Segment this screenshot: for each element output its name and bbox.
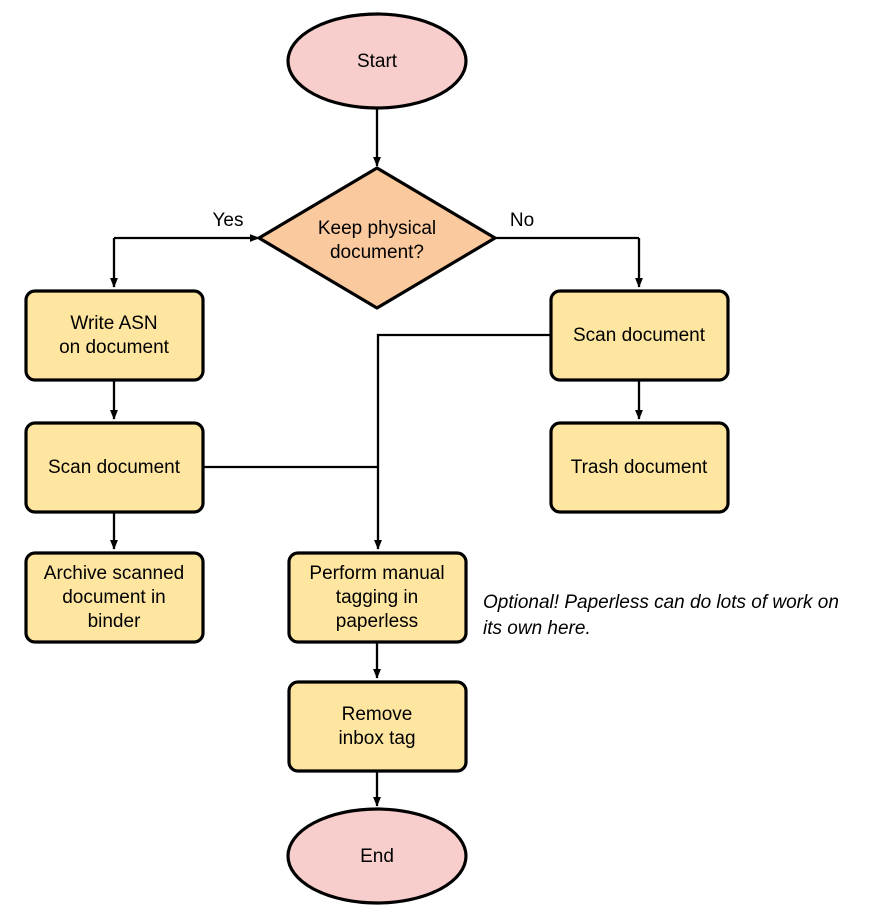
perform-manual-tagging-label-line-1: Perform manual	[309, 563, 444, 584]
node-scan-document-right[interactable]: Scan document	[549, 289, 730, 382]
perform-manual-tagging-label-line-3: paperless	[336, 611, 418, 632]
scan-document-left-label: Scan document	[48, 457, 181, 478]
archive-label-line-1: Archive scanned	[44, 563, 184, 584]
node-write-asn-on-document[interactable]: Write ASN on document	[24, 289, 205, 382]
node-scan-document-left[interactable]: Scan document	[24, 421, 205, 514]
edge-decision-no: No	[496, 210, 643, 288]
trash-document-label: Trash document	[571, 457, 708, 478]
node-start[interactable]: Start	[286, 12, 468, 110]
trash-document-shape	[549, 421, 730, 514]
decision-label-line-1: Keep physical	[318, 218, 436, 239]
write-asn-shape	[24, 289, 205, 382]
node-end[interactable]: End	[286, 807, 468, 905]
end-shape	[286, 807, 468, 905]
decision-shape	[257, 166, 497, 310]
scan-document-right-shape	[549, 289, 730, 382]
perform-manual-tagging-label-line-2: tagging in	[336, 587, 418, 608]
remove-inbox-tag-label-line-1: Remove	[342, 704, 413, 725]
write-asn-label-line-1: Write ASN	[70, 313, 157, 334]
node-keep-physical-document[interactable]: Keep physical document?	[257, 166, 497, 310]
end-label: End	[360, 846, 394, 867]
edge-label-no: No	[510, 210, 534, 231]
write-asn-label-line-2: on document	[59, 337, 170, 358]
archive-label-line-2: document in	[62, 587, 166, 608]
node-archive-scanned-document-in-binder[interactable]: Archive scanned document in binder	[24, 551, 205, 644]
edge-scan-right-to-tagging	[374, 333, 551, 550]
annotation-optional-note: Optional! Paperless can do lots of work …	[483, 592, 839, 639]
annotation-line-1: Optional! Paperless can do lots of work …	[483, 592, 839, 613]
remove-inbox-tag-label-line-2: inbox tag	[338, 728, 415, 749]
edge-decision-yes: Yes	[110, 210, 260, 288]
edge-label-yes: Yes	[213, 210, 244, 231]
start-label: Start	[357, 51, 398, 72]
perform-manual-tagging-shape	[287, 551, 468, 644]
archive-label-line-3: binder	[88, 611, 141, 632]
node-perform-manual-tagging-in-paperless[interactable]: Perform manual tagging in paperless	[287, 551, 468, 644]
archive-shape	[24, 551, 205, 644]
node-trash-document[interactable]: Trash document	[549, 421, 730, 514]
decision-label-line-2: document?	[330, 242, 424, 263]
scan-document-right-label: Scan document	[573, 325, 706, 346]
scan-document-left-shape	[24, 421, 205, 514]
start-shape	[286, 12, 468, 110]
node-remove-inbox-tag[interactable]: Remove inbox tag	[287, 680, 468, 773]
annotation-line-2: its own here.	[483, 618, 591, 639]
remove-inbox-tag-shape	[287, 680, 468, 773]
